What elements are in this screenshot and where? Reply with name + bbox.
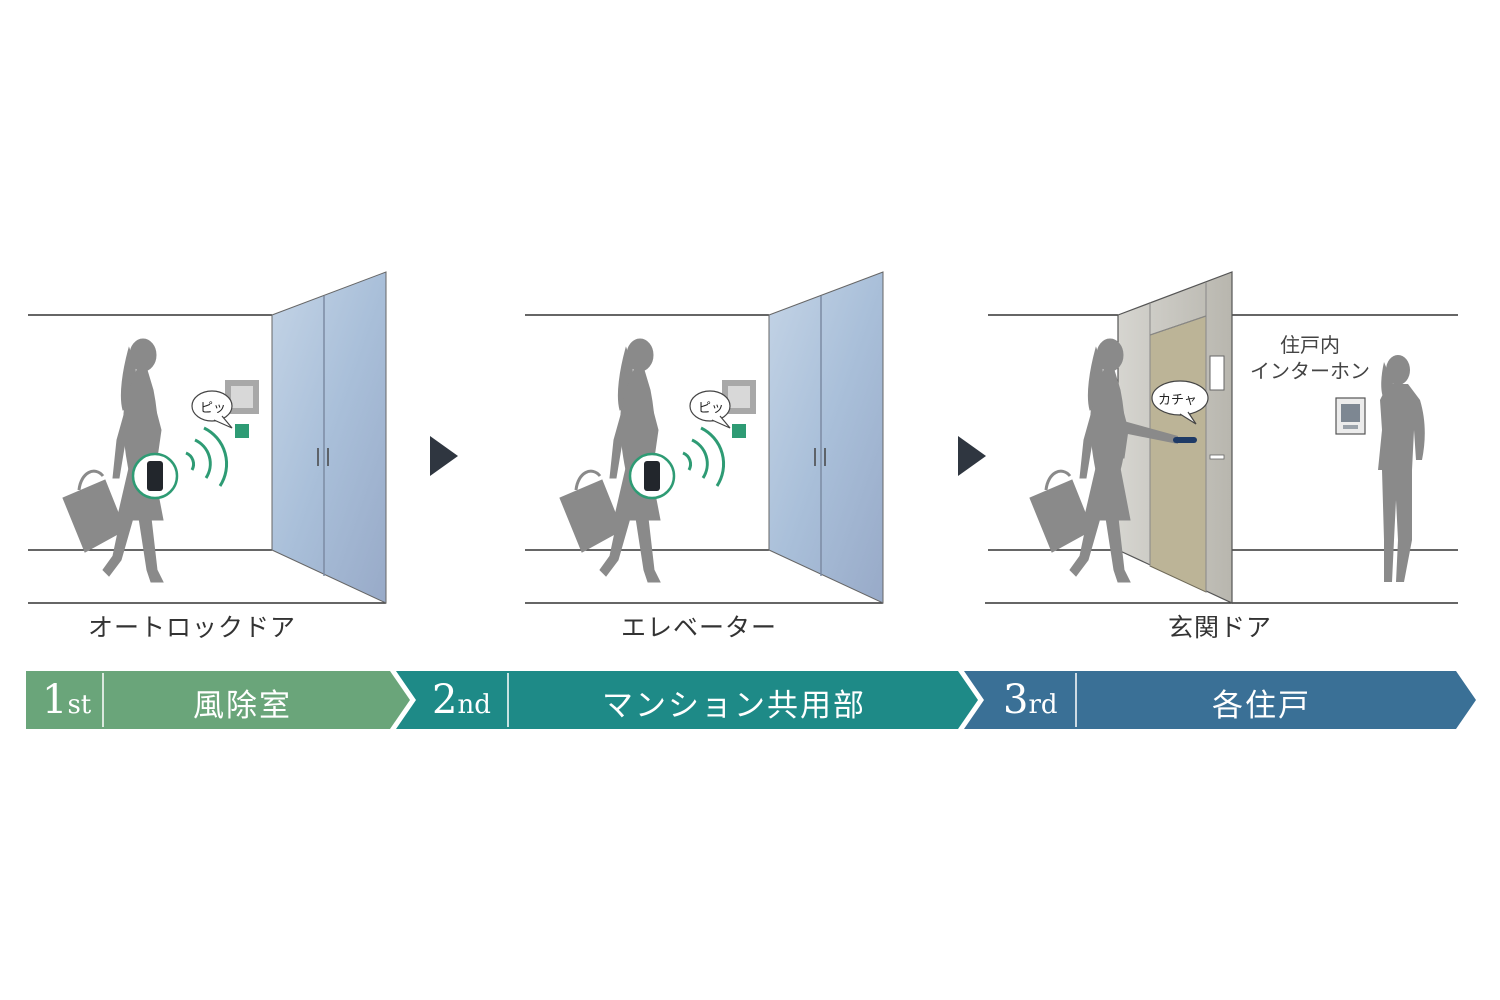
step-1-segment: [26, 671, 410, 729]
caption-entrance-door: 玄関ドア: [1167, 613, 1272, 642]
resident-silhouette: [1378, 355, 1425, 582]
signal-icon: [185, 426, 229, 487]
caption-autolock-door: オートロックドア: [87, 613, 296, 642]
sound-text: カチャ: [1158, 393, 1197, 408]
arrow-right-icon: [430, 436, 458, 476]
intercom-label-line1: 住戸内: [1280, 333, 1340, 357]
progress-banner: [26, 671, 1476, 729]
step-2-segment: [396, 671, 978, 729]
arrow-right-icon: [958, 436, 986, 476]
intercom-icon: [1335, 397, 1366, 435]
glass-door: [271, 271, 387, 604]
elevator-door: [768, 271, 884, 604]
step-1-ordinal: 1st: [42, 680, 91, 720]
speech-bubble: [1151, 380, 1209, 425]
step-3-ordinal: 3rd: [1003, 680, 1058, 720]
sound-text: ピッ: [698, 401, 725, 416]
step-number: 1: [42, 677, 68, 723]
step-1-title: 風除室: [193, 688, 292, 724]
step-3-title: 各住戸: [1212, 688, 1311, 724]
step-suffix: nd: [457, 690, 491, 720]
scene-autolock: [28, 271, 387, 604]
step-number: 2: [432, 677, 458, 723]
step-2-ordinal: 2nd: [432, 680, 491, 720]
step-suffix: st: [67, 690, 92, 720]
woman-silhouette: [1028, 337, 1132, 584]
speech-bubble: [689, 390, 731, 429]
caption-elevator: エレベーター: [620, 613, 777, 642]
scene-entrance: [985, 271, 1458, 604]
scene-elevator: [525, 271, 884, 604]
intercom-label: 住戸内 インターホン: [1240, 332, 1380, 384]
step-2-title: マンション共用部: [602, 688, 866, 724]
signal-icon: [682, 426, 726, 487]
step-suffix: rd: [1028, 690, 1058, 720]
intercom-label-line2: インターホン: [1250, 359, 1370, 383]
step-number: 3: [1003, 677, 1029, 723]
speech-bubble: [191, 390, 233, 429]
step-3-segment: [964, 671, 1476, 729]
sound-text: ピッ: [200, 401, 227, 416]
